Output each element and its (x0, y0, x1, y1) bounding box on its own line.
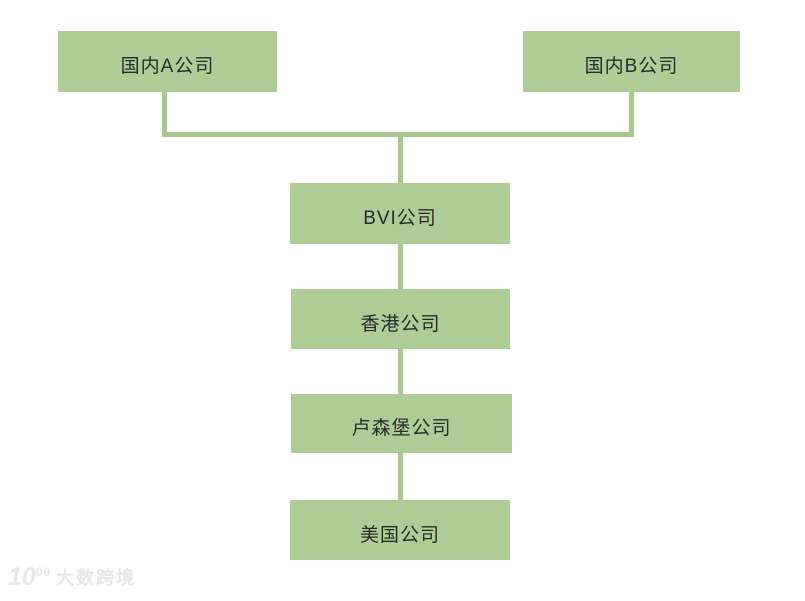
org-node-label: 国内B公司 (584, 56, 679, 77)
org-node-hongkong: 香港公司 (291, 289, 510, 349)
connector-merge-to-bvi (398, 132, 403, 183)
watermark-brand-text: 大数跨境 (56, 568, 137, 588)
org-node-usa: 美国公司 (290, 500, 510, 560)
org-node-domestic-b: 国内B公司 (523, 31, 740, 92)
watermark: 1000 大数跨境 (8, 564, 136, 590)
org-node-bvi: BVI公司 (290, 183, 510, 244)
org-node-domestic-a: 国内A公司 (58, 31, 277, 92)
connector-domestic-a-down (162, 92, 167, 137)
org-node-label: 香港公司 (360, 313, 441, 335)
connector-luxembourg-to-usa (398, 453, 403, 500)
watermark-logo-icon: 1000 (8, 562, 52, 591)
org-node-label: 国内A公司 (120, 56, 215, 77)
org-node-label: 卢森堡公司 (351, 418, 452, 439)
connector-bvi-to-hongkong (398, 244, 403, 289)
org-node-luxembourg: 卢森堡公司 (291, 394, 512, 453)
org-node-label: 美国公司 (359, 524, 440, 546)
connector-hongkong-to-luxembourg (398, 349, 403, 394)
connector-domestic-b-down (629, 92, 634, 137)
org-node-label: BVI公司 (363, 208, 437, 229)
